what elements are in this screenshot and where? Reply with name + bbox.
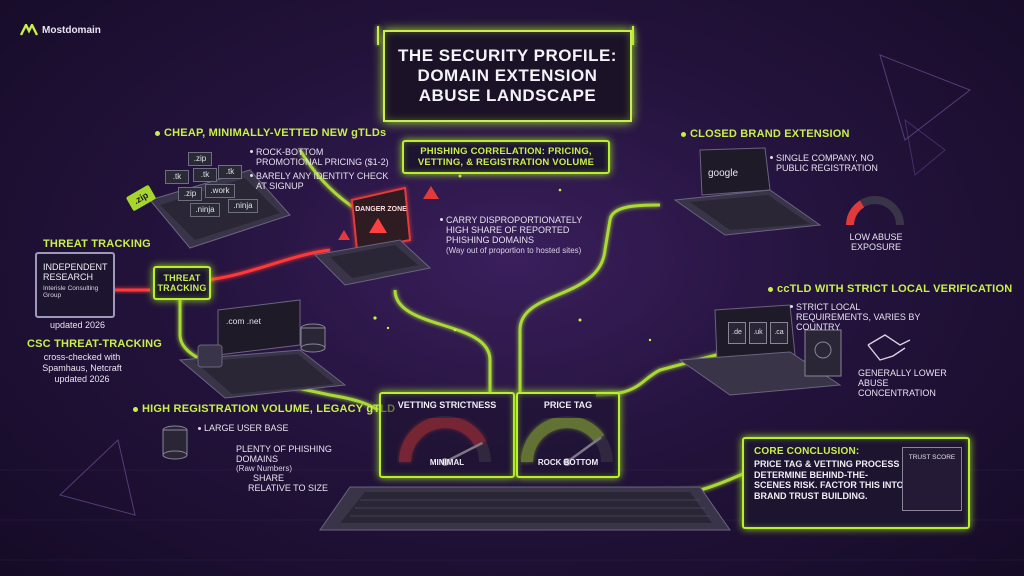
price-gauge-value: ROCK BOTTOM <box>537 458 599 467</box>
cheap-gtlds-heading: CHEAP, MINIMALLY-VETTED NEW gTLDs <box>155 127 386 139</box>
price-gauge-title: PRICE TAG <box>543 400 593 410</box>
danger-zone-note: (Way out of proportion to hosted sites) <box>446 246 582 255</box>
google-screen-text: google <box>708 168 739 179</box>
threat-tracking-sign: THREAT TRACKING <box>153 266 211 300</box>
cctld-bullet: STRICT LOCAL REQUIREMENTS, VARIES BY COU… <box>790 302 930 332</box>
tld-chip: .tk <box>218 165 242 179</box>
cctld-laptop-illustration <box>678 304 842 396</box>
cctld-heading: ccTLD WITH STRICT LOCAL VERIFICATION <box>768 283 1012 295</box>
trust-score-label: TRUST SCORE <box>908 454 956 461</box>
legacy-plenty-note: (Raw Numbers) <box>236 464 293 473</box>
file-icon: .ca <box>770 322 788 344</box>
page-title: THE SECURITY PROFILE: DOMAIN EXTENSION A… <box>398 46 617 105</box>
interisle-label: Interisle Consulting Group <box>43 285 99 299</box>
file-icon: .uk <box>749 322 767 344</box>
legacy-laptop-illustration <box>178 299 347 399</box>
legacy-screen-text: .com .net <box>226 316 261 326</box>
threat-tracking-updated: updated 2026 <box>50 320 106 330</box>
cctld-lower: GENERALLY LOWER ABUSE CONCENTRATION <box>858 368 947 398</box>
tld-chip: .zip <box>178 187 202 201</box>
tld-chip: .zip <box>188 152 212 166</box>
vetting-gauge-title: VETTING STRICTNESS <box>397 400 497 410</box>
danger-zone-laptop-illustration <box>313 186 432 286</box>
cctld-file-icons: .de .uk .ca <box>728 322 788 344</box>
csc-heading: CSC THREAT-TRACKING <box>27 338 162 350</box>
cheap-bullet-1: ROCK-BOTTOM PROMOTIONAL PRICING ($1-2) <box>256 147 389 167</box>
price-gauge-panel: PRICE TAG ROCK BOTTOM <box>516 392 620 478</box>
tld-chip: .ninja <box>228 199 258 213</box>
core-conclusion-box: CORE CONCLUSION: PRICE TAG & VETTING PRO… <box>742 437 970 529</box>
conclusion-heading: CORE CONCLUSION: <box>754 446 860 457</box>
warning-icon <box>369 218 387 233</box>
closed-brand-bullet: SINGLE COMPANY, NO PUBLIC REGISTRATION <box>770 153 890 173</box>
phishing-correlation-text: PHISHING CORRELATION: PRICING, VETTING, … <box>417 146 595 168</box>
low-abuse-gauge <box>846 196 904 226</box>
conclusion-body: PRICE TAG & VETTING PROCESS DETERMINE BE… <box>754 459 904 501</box>
tld-chip: .tk <box>193 168 217 182</box>
wireframe-triangle-shape <box>59 439 136 516</box>
danger-zone-bullet: CARRY DISPROPORTIONATELY HIGH SHARE OF R… <box>440 215 590 256</box>
low-abuse-label: LOW ABUSE EXPOSURE <box>849 232 903 252</box>
vetting-gauge-value: MINIMAL <box>429 458 465 467</box>
closed-brand-laptop-illustration <box>673 147 822 236</box>
brand-logo-icon <box>20 24 38 36</box>
main-keyboard-illustration <box>319 486 731 531</box>
handshake-illustration <box>867 334 911 361</box>
tld-chip: .tk <box>165 170 189 184</box>
passport-shape <box>804 329 842 377</box>
wireframe-triangle-shape <box>879 54 972 141</box>
tld-chip: .work <box>205 184 235 198</box>
phishing-correlation-box: PHISHING CORRELATION: PRICING, VETTING, … <box>402 140 610 174</box>
trust-score-card: TRUST SCORE <box>902 447 962 511</box>
independent-research-label: INDEPENDENT RESEARCH <box>43 262 108 282</box>
independent-research-box: INDEPENDENT RESEARCH Interisle Consultin… <box>35 252 115 318</box>
brand-name: Mostdomain <box>42 24 101 36</box>
legacy-plenty: PLENTY OF PHISHING DOMAINS (Raw Numbers) <box>236 444 366 474</box>
cheap-gtlds-bullets: ROCK-BOTTOM PROMOTIONAL PRICING ($1-2) B… <box>250 147 390 191</box>
legacy-share: SHARE RELATIVE TO SIZE <box>248 473 329 493</box>
warning-icon <box>423 186 439 199</box>
tld-chip: .ninja <box>190 203 220 217</box>
legacy-gtld-heading: HIGH REGISTRATION VOLUME, LEGACY gTLD <box>133 403 395 415</box>
vetting-gauge-panel: VETTING STRICTNESS MINIMAL <box>379 392 515 478</box>
threat-tracking-heading: THREAT TRACKING <box>43 238 151 250</box>
warning-icon <box>338 230 350 240</box>
danger-zone-label: DANGER ZONE <box>355 206 407 213</box>
legacy-bullet-1: LARGE USER BASE <box>198 423 289 433</box>
cheap-bullet-2: BARELY ANY IDENTITY CHECK AT SIGNUP <box>256 171 389 191</box>
file-icon: .de <box>728 322 746 344</box>
title-panel: THE SECURITY PROFILE: DOMAIN EXTENSION A… <box>383 30 632 122</box>
closed-brand-heading: CLOSED BRAND EXTENSION <box>681 128 850 140</box>
brand-logo[interactable]: Mostdomain <box>20 24 101 36</box>
tld-chip-cluster: .zip .tk .tk .tk .zip .work .ninja .ninj… <box>150 145 260 235</box>
